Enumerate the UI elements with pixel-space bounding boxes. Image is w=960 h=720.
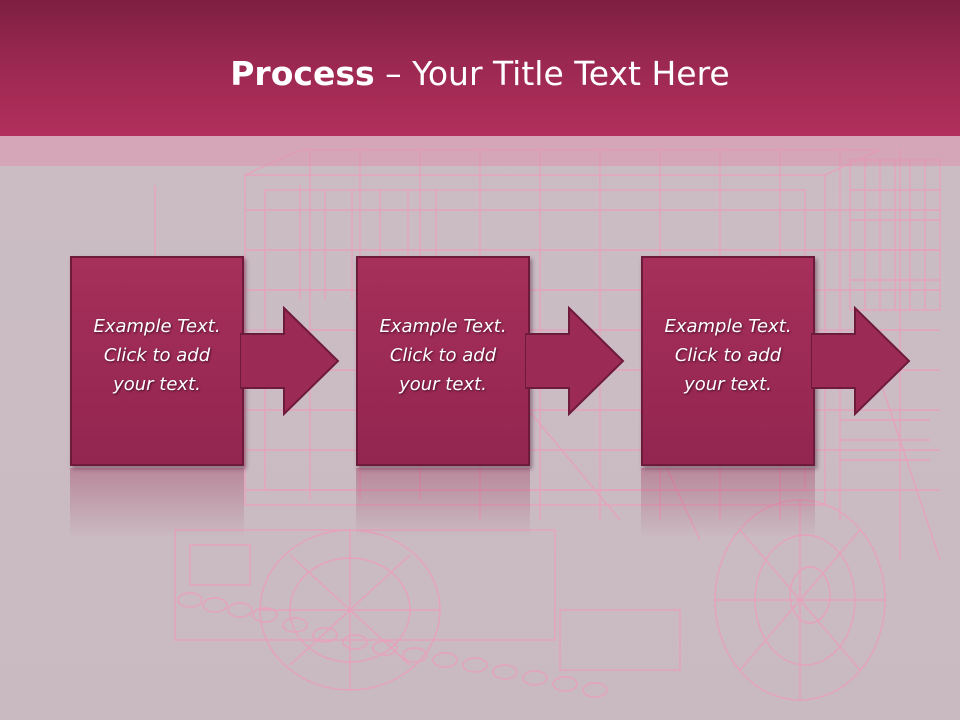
process-step-3[interactable]: Example Text. Click to add your text.	[641, 256, 815, 466]
step-3-text[interactable]: Example Text. Click to add your text.	[643, 312, 813, 399]
step-2-line-1: Example Text.	[379, 316, 507, 337]
step-3-line-2: Click to add	[674, 345, 782, 366]
step-1-line-1: Example Text.	[93, 316, 221, 337]
step-1-text[interactable]: Example Text. Click to add your text.	[72, 312, 242, 399]
arrow-right-icon	[525, 306, 625, 416]
process-step-2[interactable]: Example Text. Click to add your text.	[356, 256, 530, 466]
step-1-reflection	[70, 468, 244, 538]
step-1-line-3: your text.	[113, 374, 201, 395]
title-rest: – Your Title Text Here	[374, 54, 730, 93]
step-2-line-3: your text.	[399, 374, 487, 395]
step-3-line-3: your text.	[684, 374, 772, 395]
title-underband	[0, 136, 960, 166]
step-2-reflection	[356, 468, 530, 538]
process-step-1[interactable]: Example Text. Click to add your text.	[70, 256, 244, 466]
title-bold: Process	[230, 54, 375, 93]
step-3-reflection	[641, 468, 815, 538]
step-2-text[interactable]: Example Text. Click to add your text.	[358, 312, 528, 399]
arrow-right-icon	[240, 306, 340, 416]
step-1-line-2: Click to add	[103, 345, 211, 366]
arrow-right-icon	[811, 306, 911, 416]
step-2-line-2: Click to add	[389, 345, 497, 366]
slide-title[interactable]: Process – Your Title Text Here	[0, 52, 960, 96]
step-3-line-1: Example Text.	[664, 316, 792, 337]
title-bar: Process – Your Title Text Here	[0, 0, 960, 136]
